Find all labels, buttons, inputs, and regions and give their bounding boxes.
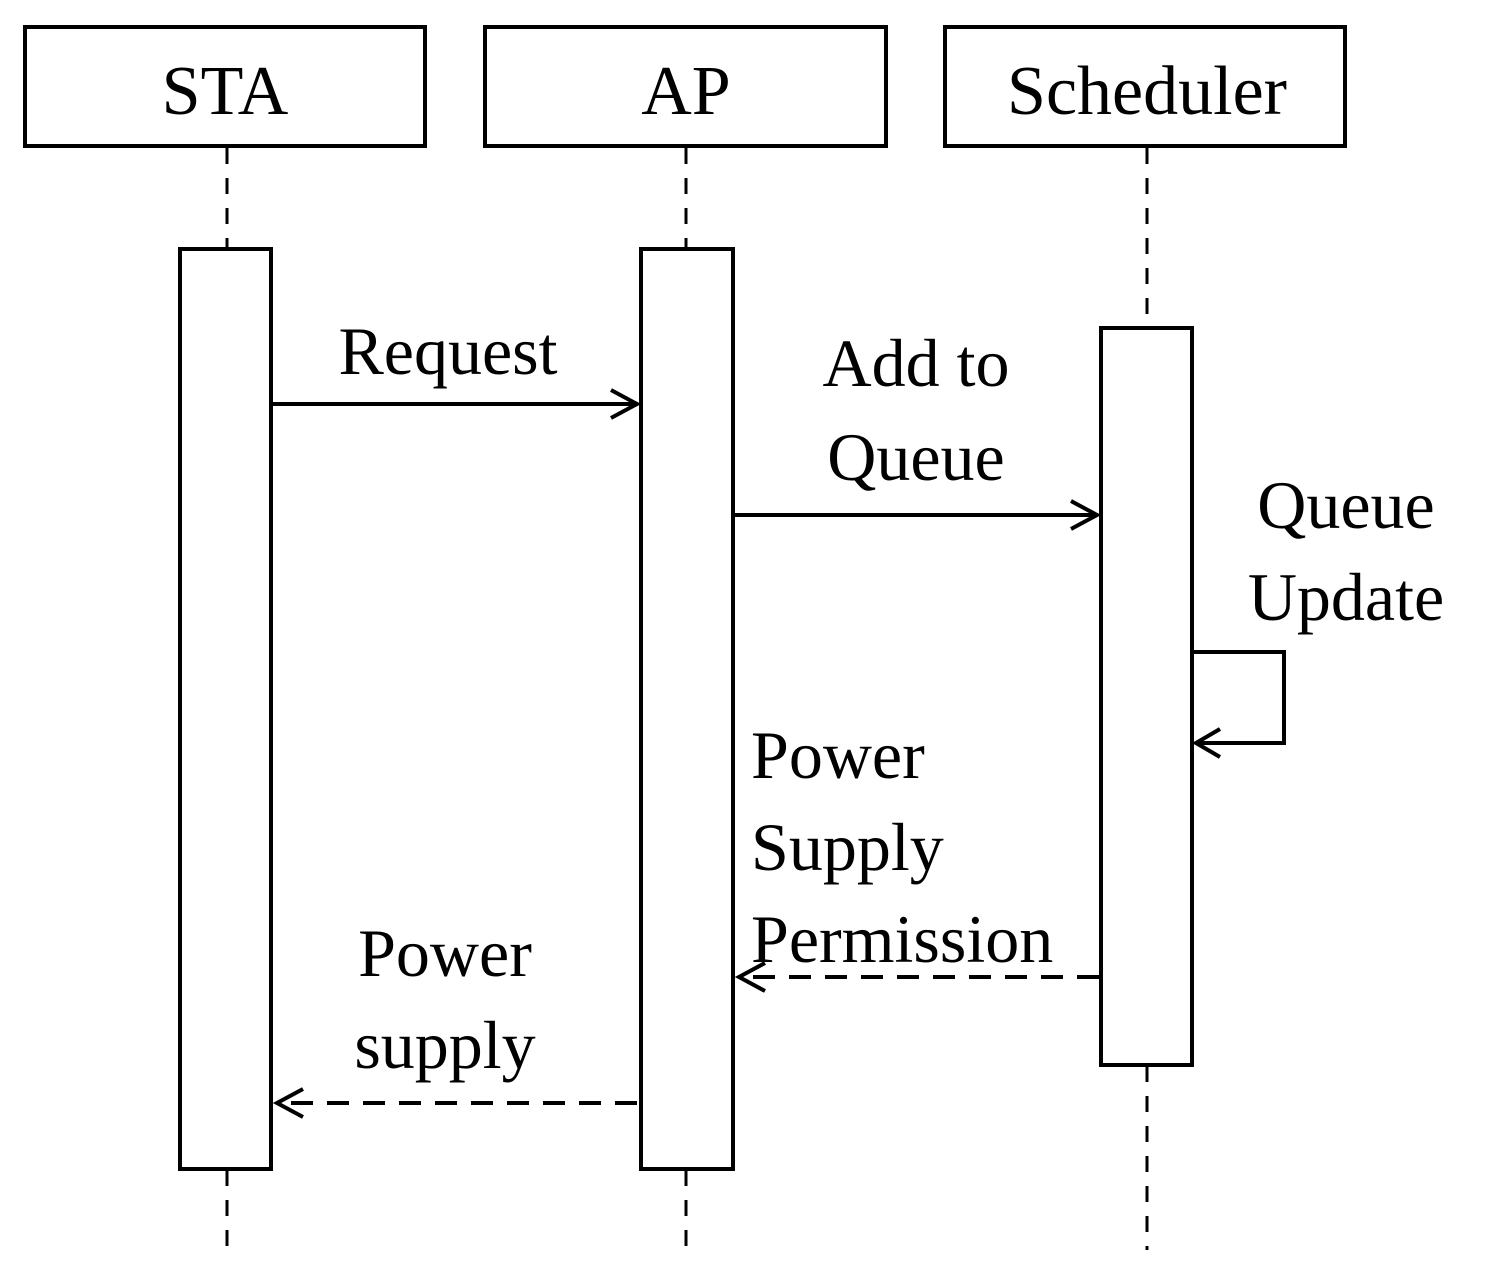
- message-power-supply: [272, 1087, 637, 1119]
- message-add-to-queue: [735, 499, 1102, 531]
- queue-update-label-line2: Update: [1248, 559, 1444, 635]
- activation-scheduler: [1099, 326, 1194, 1067]
- queue-update-arrowhead: [1192, 727, 1222, 759]
- message-queue-update: [1192, 650, 1286, 759]
- message-request: [273, 388, 642, 420]
- message-power-supply-permission: [734, 961, 1099, 993]
- participant-scheduler-label: Scheduler: [1007, 53, 1287, 130]
- power-supply-permission-label-line1: Power: [751, 717, 925, 793]
- add-to-queue-label-line2: Queue: [827, 419, 1004, 495]
- power-supply-label-line2: supply: [354, 1007, 535, 1083]
- participant-ap-label: AP: [641, 53, 730, 130]
- power-supply-permission-label-line3: Permission: [751, 901, 1053, 977]
- power-supply-permission-arrowhead: [734, 961, 766, 993]
- participant-ap-box: [483, 25, 888, 148]
- participant-scheduler-box: [943, 25, 1347, 148]
- participant-sta-label: STA: [162, 53, 289, 130]
- activation-ap: [639, 247, 735, 1171]
- participant-sta-box: [23, 25, 427, 148]
- queue-update-arrow-line: [1194, 650, 1286, 745]
- power-supply-arrowhead: [272, 1087, 304, 1119]
- add-to-queue-label-line1: Add to: [823, 325, 1010, 401]
- request-arrowhead: [610, 388, 642, 420]
- power-supply-permission-label-line2: Supply: [751, 809, 944, 885]
- power-supply-label-line1: Power: [358, 915, 532, 991]
- request-label: Request: [338, 313, 557, 389]
- queue-update-label-line1: Queue: [1257, 467, 1434, 543]
- add-to-queue-arrowhead: [1070, 499, 1102, 531]
- activation-sta: [178, 247, 273, 1171]
